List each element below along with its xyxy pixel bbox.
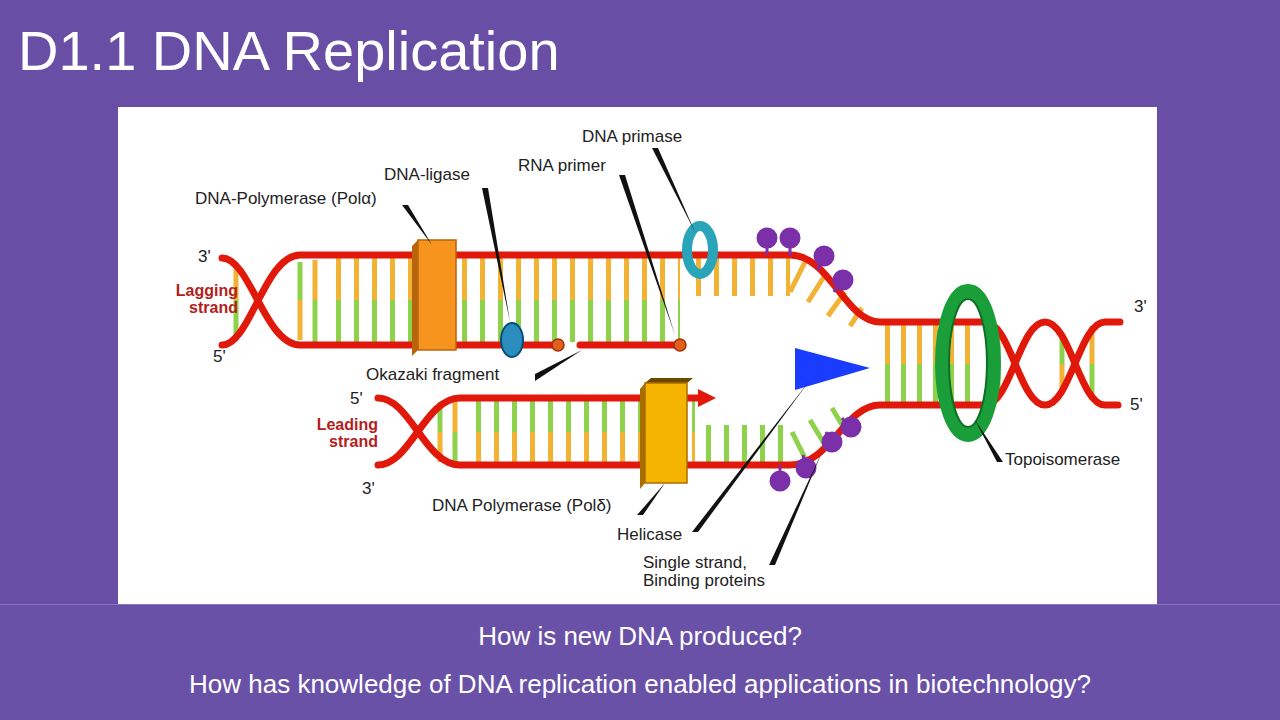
ssb	[815, 247, 833, 265]
callout-label: DNA-Polymerase (Polα)	[195, 190, 377, 209]
ssb	[842, 418, 860, 436]
callout-label: Okazaki fragment	[366, 366, 499, 385]
topoisomerase-inner	[949, 299, 987, 427]
rna-primer	[674, 339, 686, 351]
ssb	[758, 229, 776, 247]
callout-label: DNA Polymerase (Polδ)	[432, 497, 612, 516]
leader-line	[637, 483, 665, 515]
end-label: 3'	[362, 480, 375, 499]
helicase	[795, 348, 870, 390]
base	[298, 300, 303, 340]
end-label: 5'	[350, 390, 363, 409]
base	[790, 262, 805, 292]
unpaired-bases	[700, 425, 790, 463]
leader-line	[975, 420, 1003, 462]
end-label: 3'	[1134, 298, 1147, 317]
callout-label: Helicase	[617, 526, 682, 545]
callout-label: Topoisomerase	[1005, 451, 1120, 470]
ssb	[823, 433, 841, 451]
leader-line	[402, 205, 432, 245]
leader-line	[692, 380, 810, 532]
base	[453, 432, 458, 463]
end-label: 5'	[213, 348, 226, 367]
okazaki-fragment	[580, 342, 678, 349]
single-strand-binding-proteins	[758, 229, 860, 490]
callout-label: DNA primase	[582, 128, 682, 147]
polymerase-side	[412, 240, 418, 356]
leader-line	[619, 175, 675, 335]
strand-label: Lagging strand	[160, 283, 238, 317]
polymerase-delta	[645, 383, 687, 483]
end-label: 5'	[1130, 396, 1143, 415]
callout-label: DNA-ligase	[384, 166, 470, 185]
rna-primer	[552, 339, 564, 351]
leader-lines	[402, 148, 1003, 565]
leader-line	[769, 452, 822, 565]
question-text: How has knowledge of DNA replication ena…	[0, 670, 1280, 699]
base	[792, 432, 805, 458]
base	[313, 260, 318, 300]
dna-ligase	[501, 323, 523, 357]
base-pairs	[880, 325, 970, 403]
ssb	[771, 472, 789, 490]
dna-primase	[687, 226, 713, 274]
ssb	[781, 229, 799, 247]
end-label: 3'	[198, 248, 211, 267]
base	[298, 262, 303, 300]
strand-label: Leading strand	[300, 417, 378, 451]
base	[808, 275, 825, 302]
callout-label: RNA primer	[518, 157, 606, 176]
strand-arrowhead	[698, 389, 716, 407]
base	[453, 401, 458, 432]
polymerase-alpha	[418, 240, 456, 350]
ssb	[834, 271, 852, 289]
topoisomerase	[942, 291, 994, 435]
leader-line	[652, 148, 695, 232]
slide-title: D1.1 DNA Replication	[18, 20, 560, 82]
callout-label: Single strand, Binding proteins	[643, 554, 793, 590]
leader-line	[535, 350, 582, 381]
leader-line	[482, 188, 510, 322]
base	[313, 300, 318, 342]
question-text: How is new DNA produced?	[0, 622, 1280, 651]
